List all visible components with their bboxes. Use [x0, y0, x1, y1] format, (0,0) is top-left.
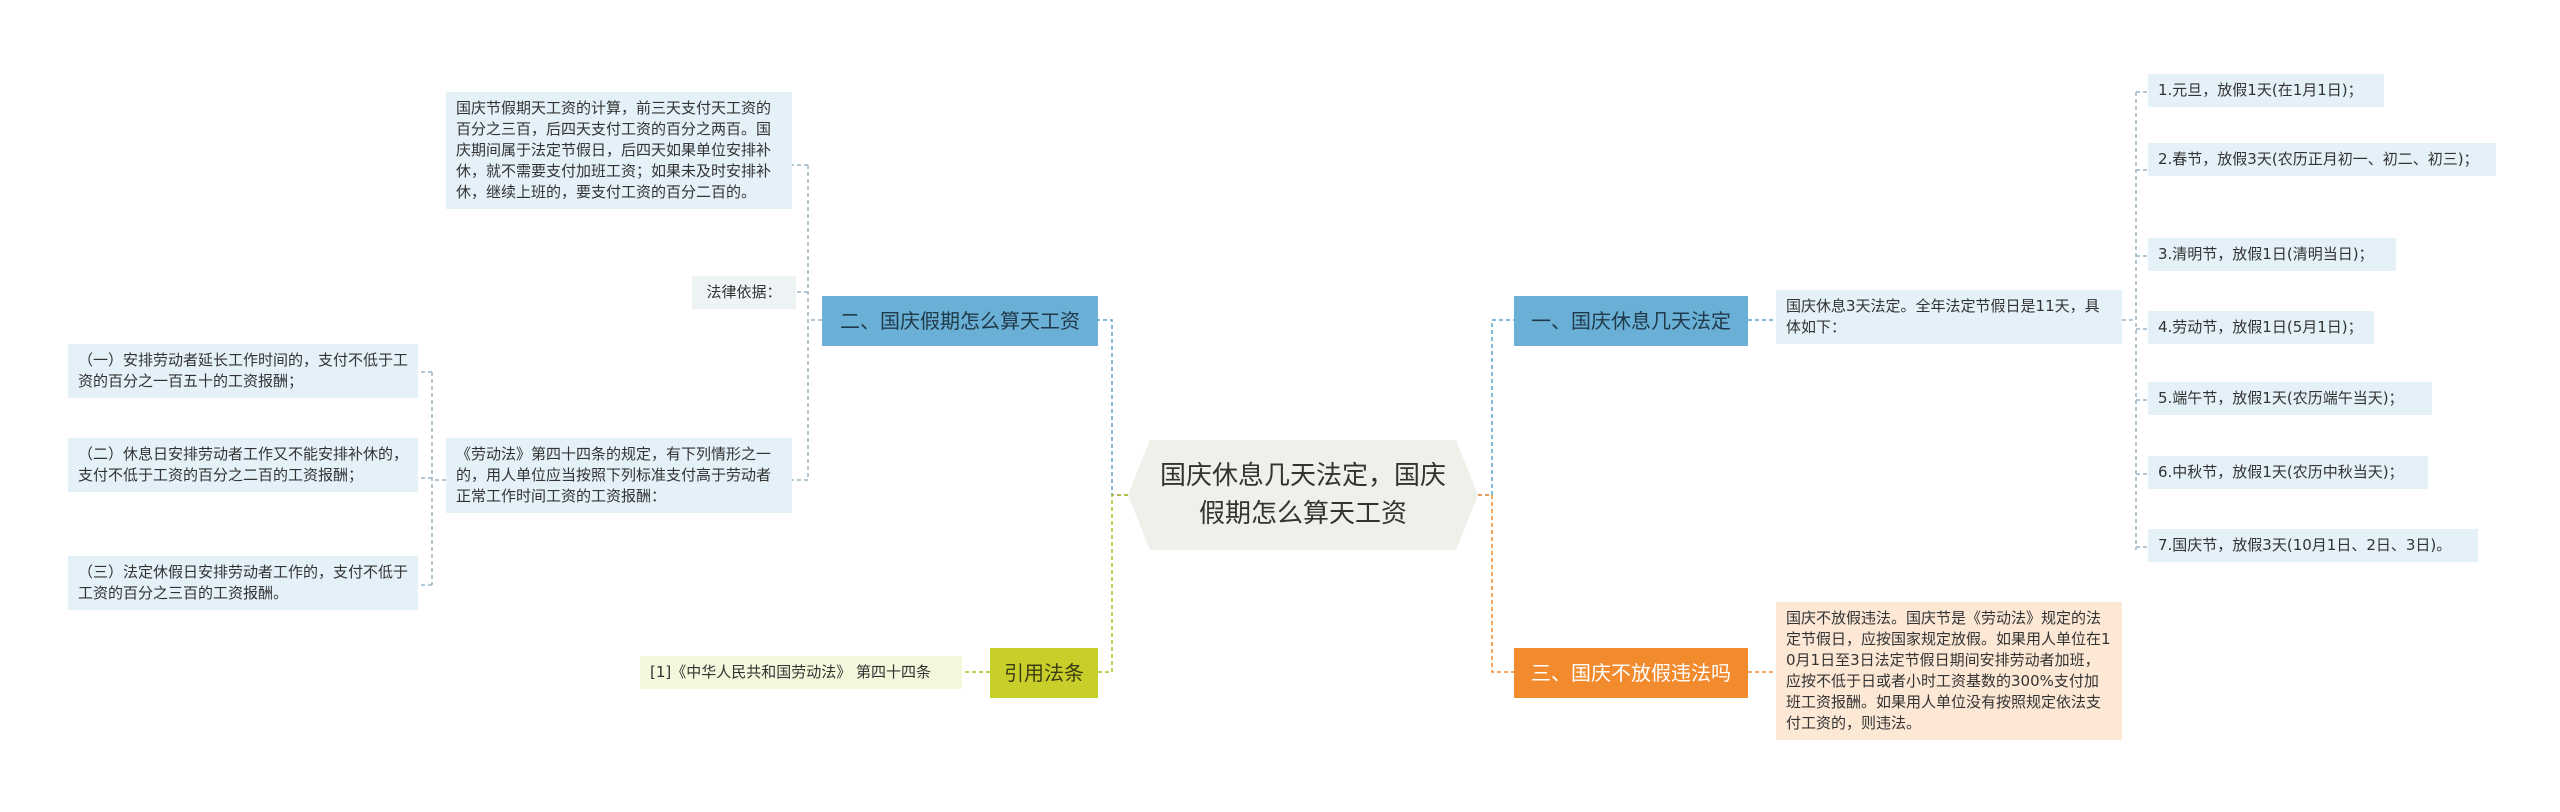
holiday-intro-text: 国庆休息3天法定。全年法定节假日是11天，具体如下： [1786, 297, 2100, 336]
connector-intro-items [2122, 91, 2148, 550]
branch-cited-law-label: 引用法条 [1004, 661, 1084, 685]
holiday-item-2[interactable]: 2.春节，放假3天(农历正月初一、初二、初三)； [2148, 143, 2496, 176]
law-item-3[interactable]: （三）法定休假日安排劳动者工作的，支付不低于工资的百分之三百的工资报酬。 [68, 556, 418, 610]
root-topic[interactable]: 国庆休息几天法定，国庆假期怎么算天工资 [1128, 440, 1478, 550]
cited-law-reference-text: [1]《中华人民共和国劳动法》 第四十四条 [650, 663, 932, 681]
holiday-item-text: 1.元旦，放假1天(在1月1日)； [2158, 81, 2363, 99]
root-title: 国庆休息几天法定，国庆假期怎么算天工资 [1159, 461, 1446, 529]
branch-no-holiday-illegal[interactable]: 三、国庆不放假违法吗 [1514, 648, 1748, 698]
law-item-text: （二）休息日安排劳动者工作又不能安排补休的，支付不低于工资的百分之二百的工资报酬… [78, 445, 409, 484]
branch-no-holiday-illegal-label: 三、国庆不放假违法吗 [1531, 661, 1731, 685]
holiday-item-5[interactable]: 5.端午节，放假1天(农历端午当天)； [2148, 382, 2432, 415]
connector-law-items [418, 371, 446, 586]
connector-root-branch4 [1098, 494, 1128, 673]
legal-basis-label[interactable]: 法律依据： [692, 276, 796, 309]
holiday-item-1[interactable]: 1.元旦，放假1天(在1月1日)； [2148, 74, 2384, 107]
branch-holiday-pay[interactable]: 二、国庆假期怎么算天工资 [822, 296, 1098, 346]
branch-holiday-days-label: 一、国庆休息几天法定 [1531, 309, 1731, 333]
holiday-item-text: 6.中秋节，放假1天(农历中秋当天)； [2158, 463, 2404, 481]
holiday-item-text: 3.清明节，放假1日(清明当日)； [2158, 245, 2374, 263]
legal-basis-text: 法律依据： [706, 283, 782, 301]
holiday-pay-calc-text: 国庆节假期天工资的计算，前三天支付天工资的百分之三百，后四天支付工资的百分之两百… [456, 99, 772, 201]
connector-root-branch3 [1478, 494, 1514, 673]
branch-cited-law[interactable]: 引用法条 [990, 648, 1098, 698]
holiday-item-text: 5.端午节，放假1天(农历端午当天)； [2158, 389, 2404, 407]
holiday-item-text: 4.劳动节，放假1日(5月1日)； [2158, 318, 2363, 336]
no-holiday-illegal-text: 国庆不放假违法。国庆节是《劳动法》规定的法定节假日，应按国家规定放假。如果用人单… [1786, 609, 2111, 732]
holiday-item-6[interactable]: 6.中秋节，放假1天(农历中秋当天)； [2148, 456, 2428, 489]
holiday-item-4[interactable]: 4.劳动节，放假1日(5月1日)； [2148, 311, 2374, 344]
cited-law-reference[interactable]: [1]《中华人民共和国劳动法》 第四十四条 [640, 656, 962, 689]
connector-root-branch2 [1098, 319, 1128, 496]
law-item-text: （三）法定休假日安排劳动者工作的，支付不低于工资的百分之三百的工资报酬。 [78, 563, 409, 602]
labor-law-article-text: 《劳动法》第四十四条的规定，有下列情形之一的，用人单位应当按照下列标准支付高于劳… [456, 445, 772, 505]
law-item-2[interactable]: （二）休息日安排劳动者工作又不能安排补休的，支付不低于工资的百分之二百的工资报酬… [68, 438, 418, 492]
law-item-text: （一）安排劳动者延长工作时间的，支付不低于工资的百分之一百五十的工资报酬； [78, 351, 409, 390]
law-item-1[interactable]: （一）安排劳动者延长工作时间的，支付不低于工资的百分之一百五十的工资报酬； [68, 344, 418, 398]
holiday-item-text: 7.国庆节，放假3天(10月1日、2日、3日)。 [2158, 536, 2452, 554]
holiday-item-7[interactable]: 7.国庆节，放假3天(10月1日、2日、3日)。 [2148, 529, 2478, 562]
connector-root-branch1 [1478, 319, 1514, 496]
holiday-item-text: 2.春节，放假3天(农历正月初一、初二、初三)； [2158, 150, 2479, 168]
holiday-intro-note[interactable]: 国庆休息3天法定。全年法定节假日是11天，具体如下： [1776, 290, 2122, 344]
labor-law-article-note[interactable]: 《劳动法》第四十四条的规定，有下列情形之一的，用人单位应当按照下列标准支付高于劳… [446, 438, 792, 513]
branch-holiday-days[interactable]: 一、国庆休息几天法定 [1514, 296, 1748, 346]
branch-holiday-pay-label: 二、国庆假期怎么算天工资 [840, 309, 1080, 333]
no-holiday-illegal-note[interactable]: 国庆不放假违法。国庆节是《劳动法》规定的法定节假日，应按国家规定放假。如果用人单… [1776, 602, 2122, 740]
holiday-item-3[interactable]: 3.清明节，放假1日(清明当日)； [2148, 238, 2396, 271]
holiday-pay-calc-note[interactable]: 国庆节假期天工资的计算，前三天支付天工资的百分之三百，后四天支付工资的百分之两百… [446, 92, 792, 209]
connector-branch2-children [792, 164, 822, 481]
